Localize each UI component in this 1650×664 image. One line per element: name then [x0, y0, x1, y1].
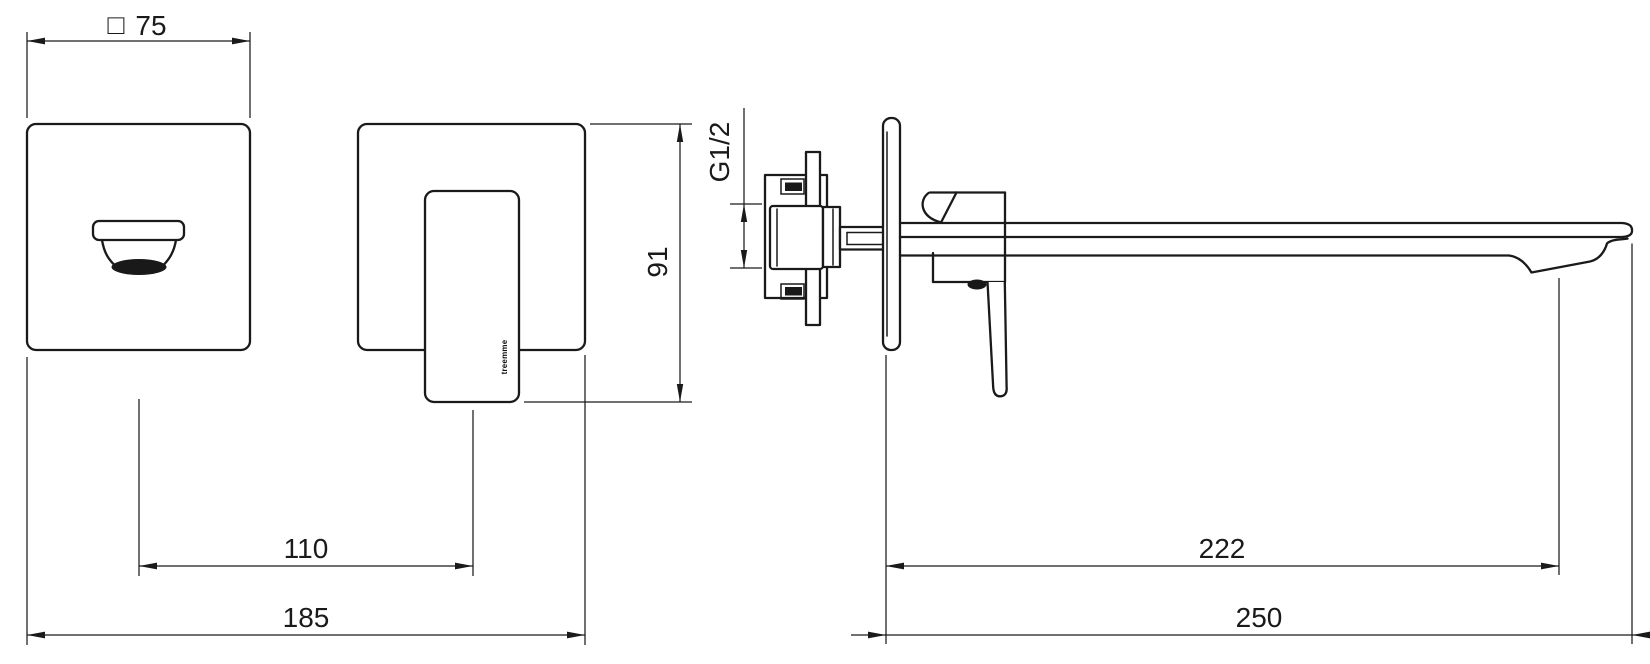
plate-size-symbol: □	[108, 9, 125, 40]
mount-slot-top	[780, 178, 805, 195]
spout-underside	[898, 237, 1629, 274]
aerator-outlet	[111, 259, 167, 275]
lever-arm-side	[986, 281, 1008, 398]
spout-reach-label: 222	[1199, 533, 1246, 564]
union-washer	[821, 205, 842, 269]
set-screw	[967, 279, 987, 290]
side-view	[763, 116, 1634, 398]
lever-head-slant	[939, 191, 958, 224]
spout-front	[91, 219, 186, 275]
dimension-overall-width: 185	[26, 355, 586, 645]
wall-plate-side	[881, 116, 902, 352]
lever-handle-front	[423, 189, 521, 404]
overall-depth-label: 250	[1236, 602, 1283, 633]
front-view-spout-plate	[25, 122, 252, 352]
inlet-union-nut	[768, 204, 825, 271]
height-label: 91	[642, 246, 673, 277]
overall-width-label: 185	[283, 602, 330, 633]
front-view-handle-plate: treemme	[356, 122, 587, 404]
dimension-plate-size: □ 75	[26, 9, 251, 118]
dimension-spout-reach: 222	[885, 278, 1560, 644]
lever-head-arc	[921, 191, 943, 224]
plate-size-label: 75	[135, 10, 166, 41]
mount-slot-bottom	[780, 283, 805, 300]
dimension-height: 91	[524, 123, 692, 403]
inlet-thread-label: G1/2	[704, 122, 735, 183]
dimension-inlet-thread: G1/2	[704, 108, 762, 269]
spacing-label: 110	[284, 533, 329, 564]
dimension-overall-depth: 250	[851, 243, 1650, 644]
spout-slab	[898, 221, 1634, 239]
dimension-spacing: 110	[138, 399, 474, 576]
spout-side	[898, 221, 1634, 274]
brand-mark: treemme	[500, 339, 509, 374]
